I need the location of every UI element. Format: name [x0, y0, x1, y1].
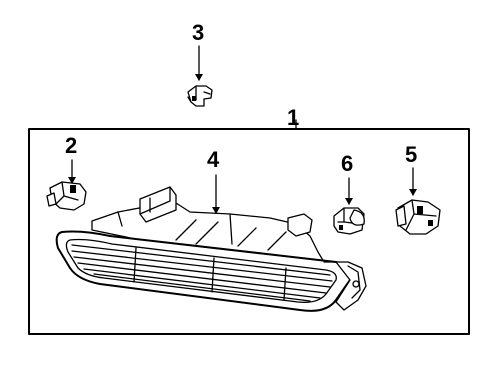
- socket-part-2: [46, 181, 87, 211]
- callout-4-label: 4: [207, 147, 220, 172]
- callout-3-label: 3: [192, 20, 204, 45]
- callout-2-label: 2: [65, 133, 77, 158]
- callout-4: 4: [207, 147, 220, 214]
- callout-3: 3: [192, 20, 204, 81]
- assembly-frame: [28, 128, 470, 335]
- bulb-part-6: [333, 207, 365, 235]
- callout-6-label: 6: [341, 151, 353, 176]
- callout-1: 1: [287, 105, 299, 130]
- callout-2: 2: [65, 133, 77, 184]
- clip-part-3: [187, 85, 213, 107]
- callout-5-label: 5: [405, 142, 417, 167]
- callout-6: 6: [341, 151, 353, 205]
- socket-part-5: [395, 199, 441, 235]
- lamp-housing-part-4: [55, 186, 367, 312]
- callout-1-label: 1: [287, 105, 299, 130]
- callout-5: 5: [405, 142, 417, 196]
